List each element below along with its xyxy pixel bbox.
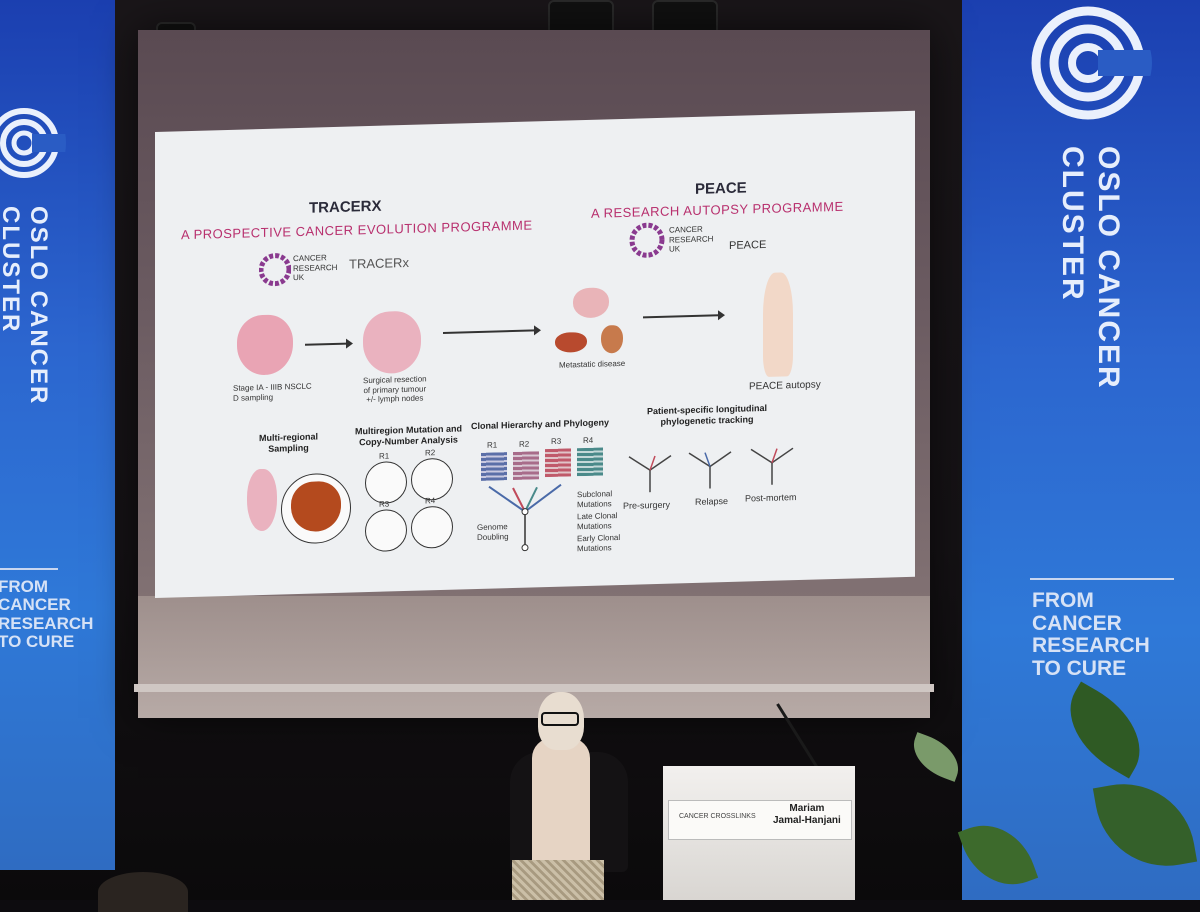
cancer-research-uk-logo-icon	[259, 253, 291, 287]
region-label: R1	[487, 440, 498, 450]
metastatic-caption: Metastatic disease	[559, 358, 626, 370]
tracerx-subtitle: A PROSPECTIVE CANCER EVOLUTION PROGRAMME	[181, 217, 533, 243]
oslo-cancer-cluster-logo-icon	[1031, 6, 1152, 120]
flow-arrow	[643, 314, 719, 319]
peace-title: PEACE	[695, 179, 747, 198]
banner-right: OSLO CANCER CLUSTER FROM CANCER RESEARCH…	[962, 0, 1200, 900]
tree-icon	[628, 454, 672, 493]
banner-right-rule	[1030, 578, 1174, 580]
region-label: R1	[379, 451, 390, 461]
tracking-header: Patient-specific longitudinal phylogenet…	[647, 402, 768, 427]
audience-head	[98, 872, 188, 912]
genome-doubling-label: Genome Doubling	[477, 522, 509, 542]
timepoint-label: Relapse	[695, 495, 729, 507]
lung-sample-icon	[247, 468, 277, 532]
region-label: R2	[425, 448, 436, 458]
region-label: R4	[583, 435, 594, 446]
region-grid	[577, 447, 603, 477]
cruk-logo-text-peace: CANCER RESEARCH UK	[669, 224, 714, 254]
speaker-name: Mariam Jamal-Hanjani	[773, 803, 841, 826]
banner-left-rule	[0, 568, 58, 570]
peace-logo-text: PEACE	[729, 238, 767, 252]
region-label: R3	[379, 499, 390, 509]
tracerx-logo-text: TRACERx	[349, 254, 409, 272]
projection-screen-lower	[138, 596, 930, 718]
region-grid	[545, 448, 571, 478]
banner-left-vertical-text: OSLO CANCER CLUSTER	[0, 206, 52, 406]
speaker-glasses	[541, 712, 579, 726]
projection-screen-edge	[134, 684, 934, 692]
region-label: R4	[425, 496, 436, 506]
region-label: R2	[519, 439, 530, 449]
banner-left-slogan: FROM CANCER RESEARCH TO CURE	[0, 577, 94, 652]
human-body-icon	[763, 272, 793, 378]
lungs-icon	[237, 314, 293, 376]
cruk-logo-text: CANCER RESEARCH UK	[293, 253, 338, 283]
region-r1-circle	[365, 460, 407, 505]
tracerx-title: TRACERX	[309, 197, 382, 217]
subclonal-label: Subclonal Mutations	[577, 489, 613, 509]
lungs-resection-icon	[363, 310, 421, 375]
region-grid	[481, 452, 507, 481]
region-label: R3	[551, 436, 562, 446]
kidney-icon	[601, 324, 623, 354]
tree-icon	[688, 451, 732, 489]
liver-icon	[555, 331, 587, 353]
oslo-cancer-cluster-logo-icon	[0, 108, 66, 178]
cancer-research-uk-logo-icon	[629, 222, 665, 258]
banner-right-slogan: FROM CANCER RESEARCH TO CURE	[1032, 589, 1150, 681]
speaker-skirt	[512, 860, 604, 900]
clonal-header: Clonal Hierarchy and Phylogeny	[471, 417, 610, 432]
region-grid	[513, 451, 539, 481]
region-r3-circle	[365, 508, 407, 553]
late-clonal-label: Late Clonal Mutations	[577, 511, 618, 531]
podium-sign-logo: CANCER CROSSLINKS	[679, 813, 756, 820]
banner-left: OSLO CANCER CLUSTER FROM CANCER RESEARCH…	[0, 0, 115, 870]
mutation-header: Multiregion Mutation and Copy-Number Ana…	[355, 423, 462, 448]
podium-sign: CANCER CROSSLINKS Mariam Jamal-Hanjani	[668, 800, 852, 840]
phylogenetic-tree-icon	[488, 483, 562, 552]
region-r4-circle	[411, 505, 453, 549]
sampling-header: Multi-regional Sampling	[259, 431, 318, 454]
autopsy-caption: PEACE autopsy	[749, 379, 821, 393]
region-r2-circle	[411, 457, 453, 501]
speaker-face	[538, 692, 584, 750]
early-clonal-label: Early Clonal Mutations	[577, 533, 621, 553]
presentation-slide: TRACERX A PROSPECTIVE CANCER EVOLUTION P…	[155, 110, 915, 599]
timepoint-label: Post-mortem	[745, 492, 797, 504]
banner-right-vertical-text: OSLO CANCER CLUSTER	[1056, 146, 1125, 390]
tree-icon	[750, 447, 794, 485]
flow-arrow	[305, 342, 347, 346]
timepoint-label: Pre-surgery	[623, 499, 671, 511]
flow-arrow	[443, 329, 535, 334]
peace-subtitle: A RESEARCH AUTOPSY PROGRAMME	[591, 198, 844, 221]
stage-caption: Stage IA - IIIB NSCLC D sampling	[233, 381, 312, 403]
surgery-caption: Surgical resection of primary tumour +/-…	[363, 374, 427, 405]
kidney-icon	[573, 287, 609, 319]
